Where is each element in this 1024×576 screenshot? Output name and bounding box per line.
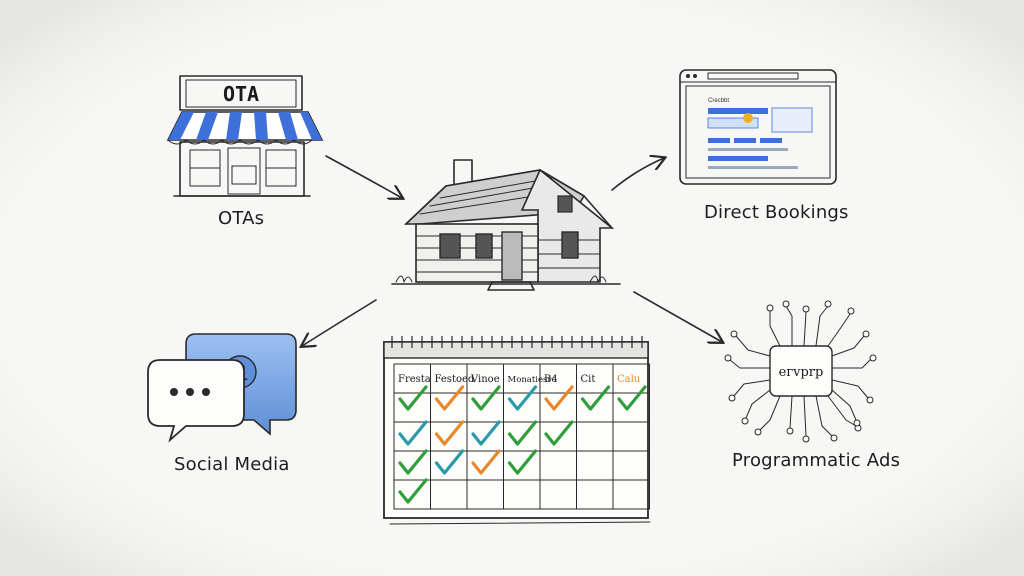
calendar-header: Cit (581, 374, 596, 385)
calendar-header: B4 (544, 374, 558, 385)
label-social-media: Social Media (174, 454, 290, 475)
label-direct-bookings: Direct Bookings (704, 202, 849, 223)
calendar-header: Vinoe (470, 374, 500, 385)
calendar-header: Fresta (398, 374, 431, 385)
label-otas: OTAs (218, 208, 264, 229)
calendar-icon (384, 336, 650, 524)
calendar-header: Festoed (435, 374, 475, 385)
browser-screen-title: Crecbbt (708, 98, 729, 104)
ota-sign-text: OTA (223, 82, 259, 106)
label-programmatic-ads: Programmatic Ads (732, 450, 900, 471)
calendar-header: Calu (617, 374, 641, 385)
chip-text: eгvрrр (779, 365, 824, 380)
